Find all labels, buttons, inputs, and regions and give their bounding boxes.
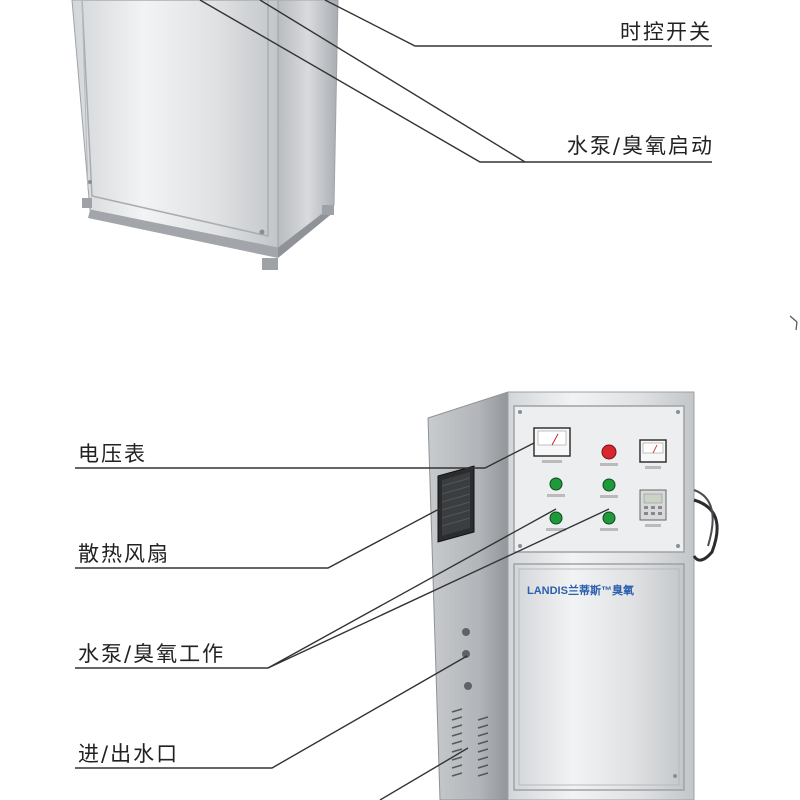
top-leader-lines [199, 0, 712, 163]
label-time-switch: 时控开关 [620, 20, 712, 44]
bottom-leader-lines [75, 442, 610, 800]
label-pump-ozone-work: 水泵/臭氧工作 [78, 642, 226, 666]
cabinet-foot [262, 258, 278, 270]
side-vents [451, 708, 489, 777]
timer-switch [639, 489, 667, 527]
label-pump-ozone-start: 水泵/臭氧启动 [566, 134, 714, 158]
pump-indicator-lamp [549, 477, 563, 491]
ammeter-gauge [639, 439, 667, 469]
label-cooling-fan: 散热风扇 [78, 542, 170, 566]
ozone-generator-machine: LANDIS兰蒂斯™臭氧 [427, 391, 719, 800]
voltmeter-gauge [533, 427, 571, 463]
label-voltmeter: 电压表 [78, 442, 147, 466]
ozone-start-button [602, 511, 616, 525]
brand-logo: LANDIS兰蒂斯™臭氧 [527, 583, 634, 597]
water-ports [462, 628, 472, 690]
cooling-fan-grille [437, 465, 475, 543]
pump-start-button [549, 511, 563, 525]
power-indicator-lamp [601, 444, 617, 460]
cabinet-foot [322, 205, 334, 215]
top-cabinet [71, 0, 339, 270]
screw-icon [88, 180, 92, 184]
cabinet-foot [82, 198, 92, 208]
ozone-indicator-lamp [602, 478, 616, 492]
label-water-in-out: 进/出水口 [78, 742, 180, 766]
lower-door [513, 563, 685, 791]
screw-icon [259, 229, 265, 235]
hose [692, 498, 719, 562]
